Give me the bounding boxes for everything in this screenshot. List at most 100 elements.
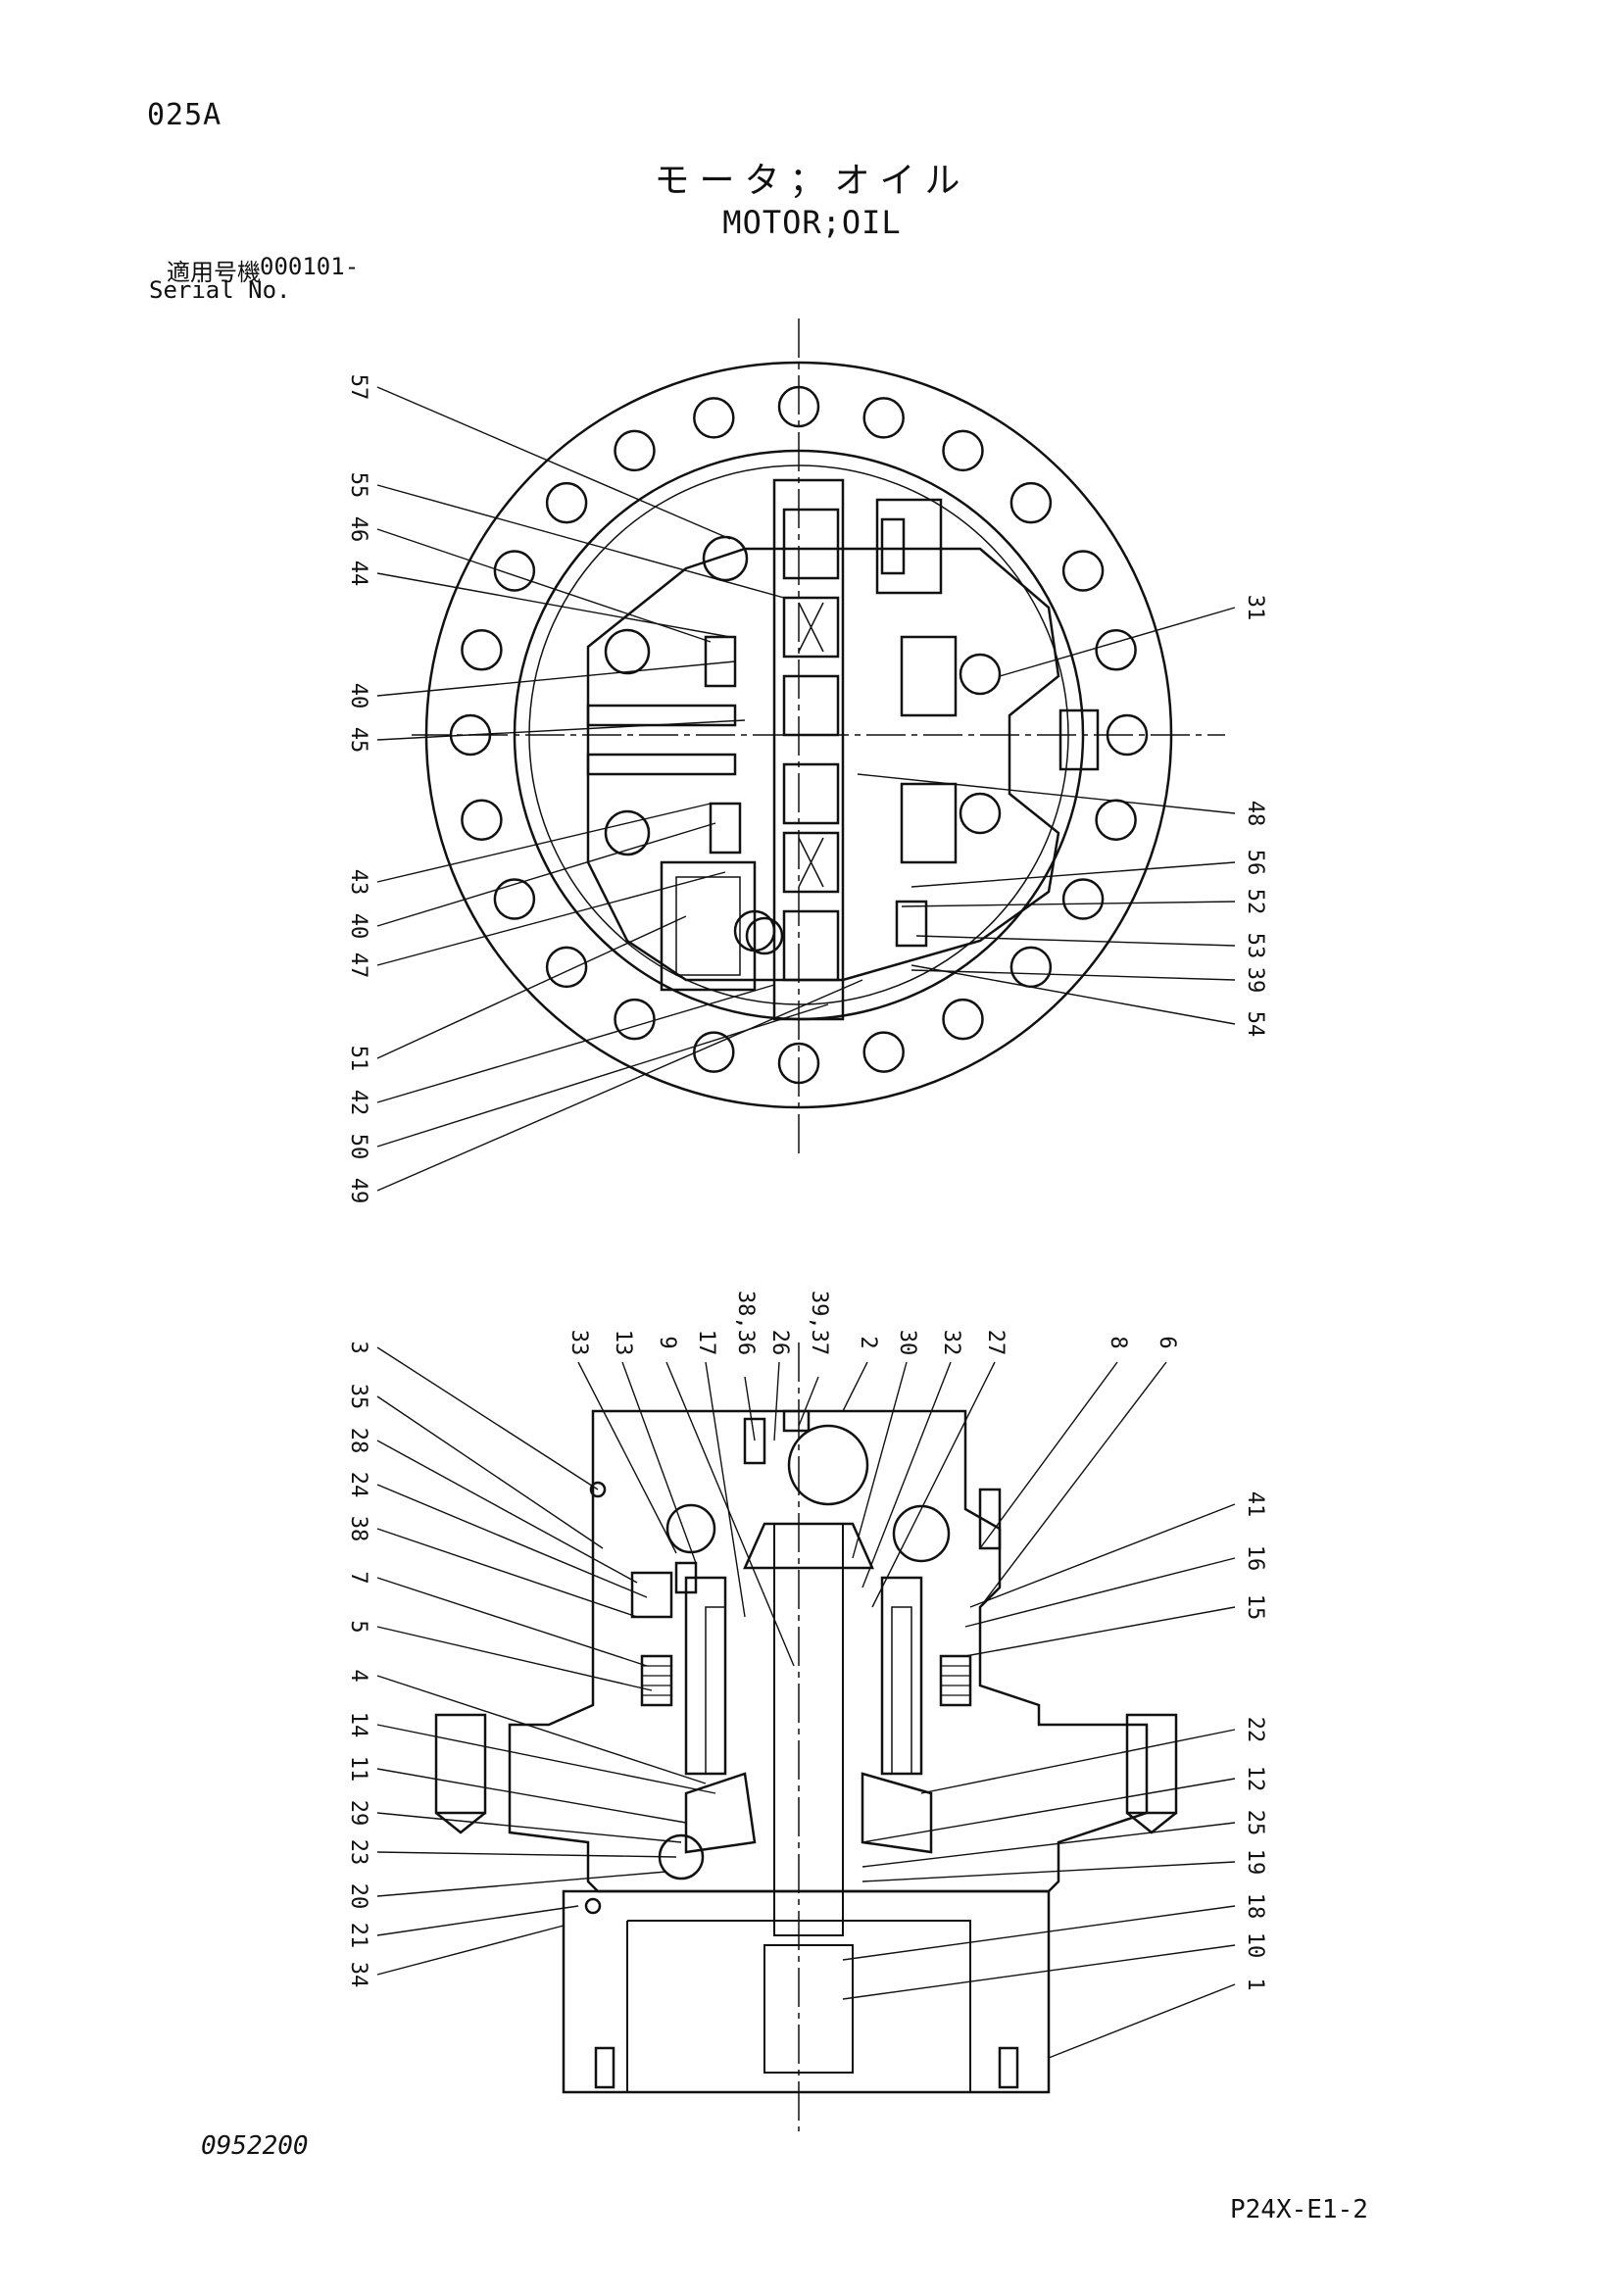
- top-view-label: 53: [1243, 933, 1267, 959]
- leader-line: [376, 1528, 638, 1618]
- bolt-hole: [777, 385, 820, 428]
- top-view-label: 42: [346, 1090, 370, 1116]
- top-view-label: 54: [1243, 1011, 1267, 1038]
- leader-line: [376, 822, 716, 927]
- leader-line: [376, 803, 712, 883]
- side-view-label: 9: [655, 1336, 679, 1348]
- bolt-hole: [461, 629, 503, 671]
- side-view-label: 24: [346, 1472, 370, 1498]
- sheet-ref: P24X-E1-2: [1230, 2195, 1368, 2224]
- bolt-hole: [777, 1042, 820, 1085]
- leader-line: [376, 484, 785, 599]
- leader-line: [999, 607, 1236, 677]
- leader-line: [861, 1361, 952, 1588]
- top-view: [412, 318, 1225, 1156]
- leader-line: [376, 1395, 604, 1549]
- leader-line: [979, 1361, 1118, 1549]
- leader-line: [744, 1376, 756, 1441]
- leader-line: [376, 1626, 653, 1691]
- leader-line: [842, 1361, 868, 1412]
- side-view-label: 13: [611, 1330, 635, 1356]
- bolt-hole: [1061, 878, 1105, 920]
- top-view-label: 31: [1243, 595, 1267, 621]
- leader-line: [376, 1851, 677, 1858]
- bolt-hole: [545, 481, 588, 524]
- bolt-hole: [449, 713, 492, 757]
- side-view-label: 4: [346, 1669, 370, 1682]
- leader-line: [979, 1361, 1167, 1608]
- title-english: MOTOR;OIL: [722, 204, 902, 241]
- side-view-label: 14: [346, 1712, 370, 1738]
- leader-line: [376, 660, 736, 697]
- leader-line: [376, 1724, 716, 1794]
- top-view-label: 39: [1243, 967, 1267, 994]
- leader-line: [376, 1812, 682, 1843]
- side-view-label: 1: [1243, 1978, 1267, 1990]
- bolt-hole: [1061, 550, 1105, 592]
- side-view-label: 16: [1243, 1545, 1267, 1572]
- leader-line: [964, 1557, 1236, 1628]
- leader-line: [910, 861, 1236, 888]
- side-view-label: 38: [346, 1516, 370, 1542]
- leader-line: [376, 1003, 829, 1148]
- doc-number: 0952200: [201, 2131, 309, 2161]
- side-view-label: 30: [895, 1330, 919, 1356]
- leader-line: [861, 1778, 1236, 1843]
- bolt-hole: [1106, 713, 1149, 757]
- bolt-hole: [1009, 946, 1053, 989]
- page-code: 025A: [147, 98, 222, 132]
- leader-line: [621, 1361, 697, 1564]
- leader-line: [901, 901, 1236, 907]
- bolt-hole: [693, 1031, 735, 1073]
- side-view-label: 7: [346, 1571, 370, 1584]
- bolt-hole: [493, 550, 536, 592]
- side-view-label: 25: [1243, 1810, 1267, 1836]
- side-view-label: 18: [1243, 1893, 1267, 1920]
- leader-lines: [376, 386, 1236, 2059]
- side-view-label: 6: [1155, 1336, 1179, 1348]
- bolt-hole: [862, 397, 905, 439]
- side-view-label: 5: [346, 1620, 370, 1633]
- leader-line: [705, 1361, 746, 1618]
- bolt-hole: [614, 998, 656, 1041]
- side-view-label: 22: [1243, 1717, 1267, 1743]
- leader-line: [861, 1861, 1236, 1882]
- serial-label-english: Serial No.: [149, 276, 291, 304]
- bolt-hole: [545, 946, 588, 989]
- top-view-label: 55: [346, 472, 370, 499]
- leader-line: [376, 871, 726, 966]
- top-view-label: 45: [346, 727, 370, 754]
- top-view-label: 40: [346, 683, 370, 709]
- leader-line: [376, 1346, 599, 1490]
- side-view-label: 2: [856, 1336, 880, 1348]
- leader-line: [376, 1905, 579, 1936]
- leader-line: [871, 1361, 996, 1608]
- side-view-label: 20: [346, 1883, 370, 1910]
- side-view-label: 28: [346, 1428, 370, 1454]
- serial-value: 000101-: [260, 253, 360, 280]
- leader-line: [376, 1768, 687, 1824]
- serial-label-japanese: 適用号機: [167, 259, 261, 286]
- bolt-hole: [493, 878, 536, 920]
- side-view-label: 35: [346, 1384, 370, 1410]
- side-view-label: 21: [346, 1923, 370, 1949]
- part-labels: 5755464440454340475142504931485652533954…: [346, 374, 1267, 1991]
- top-view-label: 51: [346, 1046, 370, 1072]
- leader-line: [920, 1729, 1236, 1794]
- leader-line: [376, 386, 731, 540]
- leader-line: [861, 1822, 1236, 1868]
- top-view-label: 46: [346, 516, 370, 543]
- flange-outer-circle: [424, 361, 1173, 1109]
- leader-line: [376, 915, 687, 1059]
- side-view-label: 10: [1243, 1932, 1267, 1959]
- leader-line: [910, 969, 1236, 981]
- side-view-label: 15: [1243, 1594, 1267, 1621]
- side-view-label: 19: [1243, 1849, 1267, 1876]
- leader-line: [376, 1925, 565, 1976]
- leader-line: [857, 773, 1236, 814]
- top-view-label: 52: [1243, 889, 1267, 915]
- top-view-label: 50: [346, 1134, 370, 1160]
- side-view-label: 26: [767, 1330, 792, 1356]
- leader-line: [1048, 1983, 1236, 2059]
- bolt-hole: [942, 429, 984, 472]
